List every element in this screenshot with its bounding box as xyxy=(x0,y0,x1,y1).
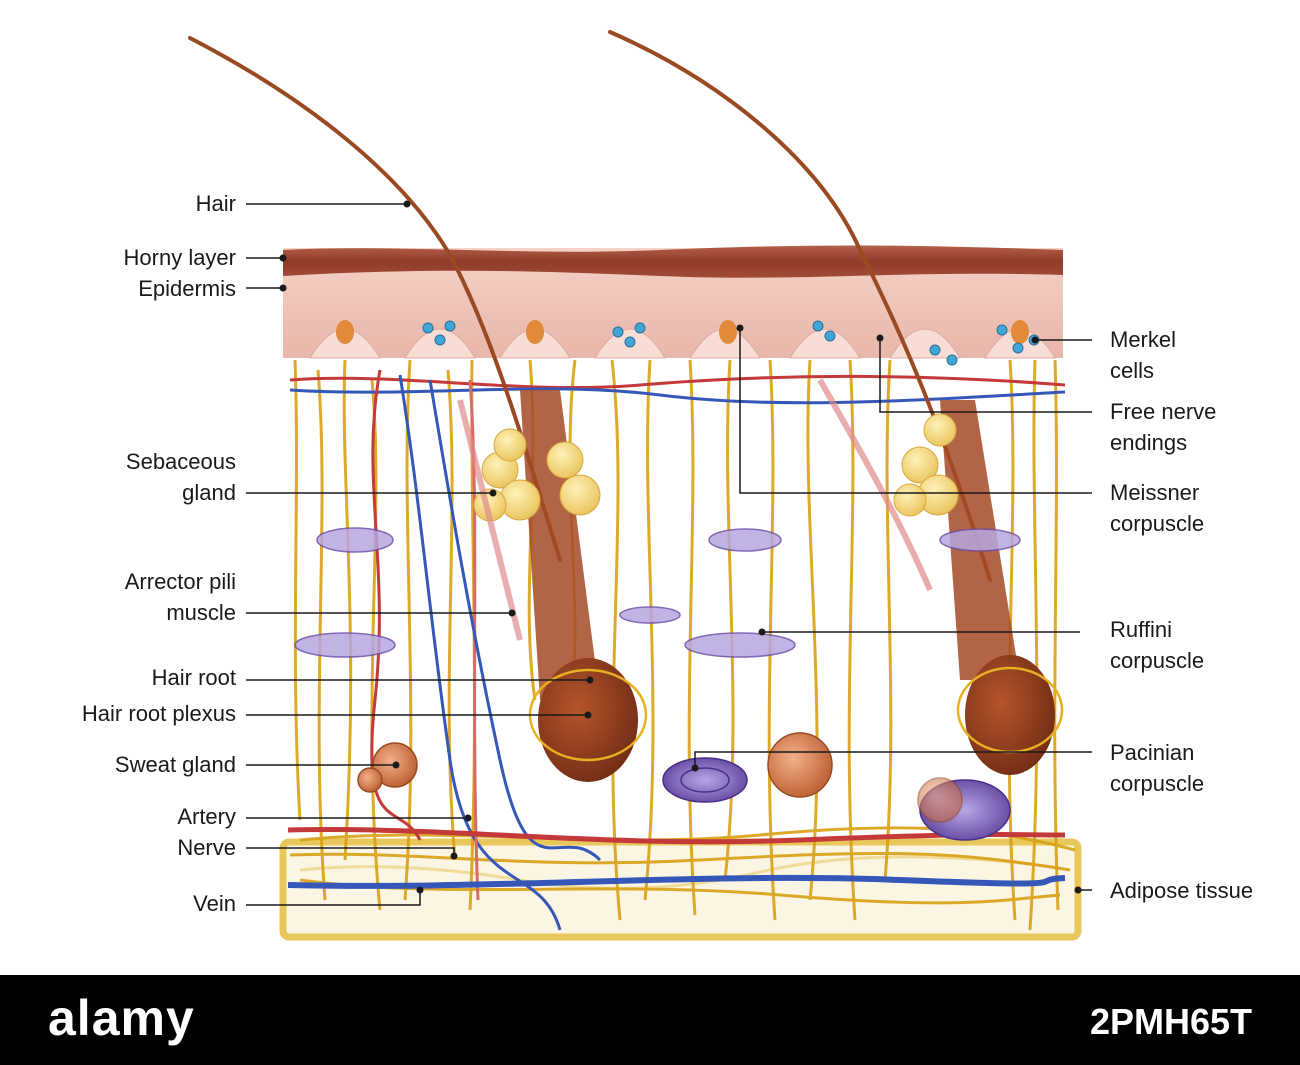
ruffini-corpuscles xyxy=(294,527,1021,658)
leader-dots xyxy=(279,200,1082,894)
label-hair-root-plexus: Hair root plexus xyxy=(81,701,236,726)
label-hair: Hair xyxy=(195,191,236,216)
image-code: 2PMH65T xyxy=(1089,1001,1252,1042)
hair-follicles xyxy=(520,390,1055,782)
stock-footer-bar: alamy 2PMH65T xyxy=(0,975,1300,1065)
sebaceous-glands xyxy=(473,413,959,522)
blood-vessels xyxy=(287,369,1066,931)
label-artery: Artery xyxy=(177,804,236,829)
label-horny-layer: Horny layer xyxy=(123,245,236,270)
sweat-glands xyxy=(357,732,963,823)
skin-cross-section-illustration xyxy=(188,30,1092,941)
label-hair-root: Hair root xyxy=(151,665,236,690)
alamy-logo: alamy xyxy=(48,990,195,1046)
leader-lines xyxy=(246,203,1092,906)
label-sweat-gland: Sweat gland xyxy=(114,752,236,777)
label-nerve: Nerve xyxy=(177,835,236,860)
label-epidermis: Epidermis xyxy=(138,276,236,301)
label-adipose-tissue: Adipose tissue xyxy=(1110,878,1254,903)
label-vein: Vein xyxy=(193,891,236,916)
dermal-papillae xyxy=(309,320,1056,359)
